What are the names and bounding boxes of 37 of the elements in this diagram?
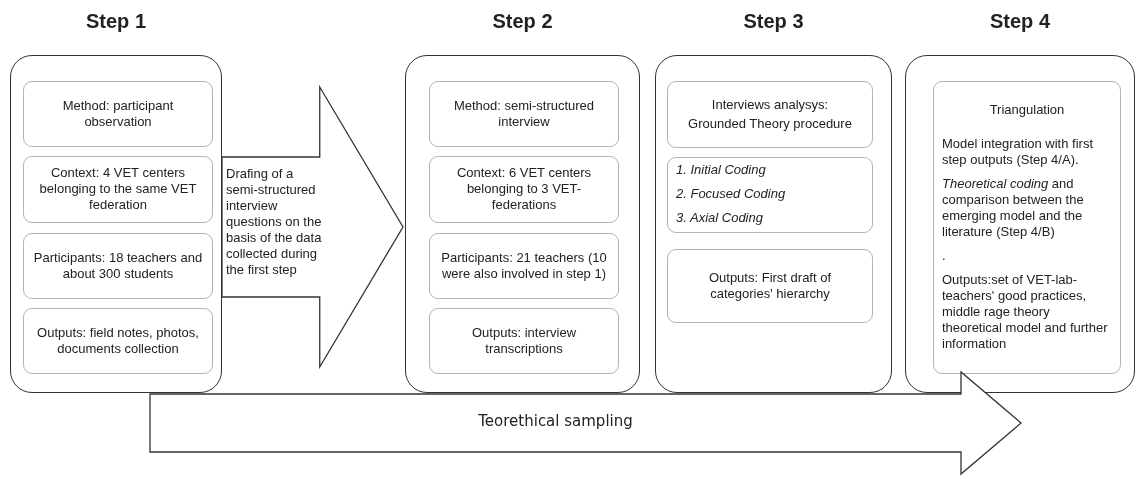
box-text: 1. Initial Coding xyxy=(676,162,767,178)
text-box xyxy=(667,81,873,148)
box-text: Outputs: interview transcriptions xyxy=(470,324,577,357)
box-text: Grounded Theory procedure xyxy=(687,115,853,132)
text-box xyxy=(429,233,619,299)
text-box xyxy=(667,249,873,323)
box-text: Participants: 18 teachers and about 300 students xyxy=(32,249,204,282)
box-text: Theoretical coding and comparison between the emerging model and the literature (Step 4/B) xyxy=(942,175,1085,240)
box-text: Context: 4 VET centers belonging to the same VET federation xyxy=(38,165,198,213)
text-box xyxy=(23,233,213,299)
box-text: Method: participant observation xyxy=(61,97,175,130)
box-text: Interviews analysys: xyxy=(710,96,830,113)
text-box xyxy=(23,156,213,223)
box-text: . xyxy=(942,247,947,264)
box-text: Outputs: field notes, photos, documents collection xyxy=(36,324,200,357)
box-text: 2. Focused Coding xyxy=(676,186,787,202)
box-heading: Triangulation xyxy=(988,101,1066,118)
step-heading: Step 2 xyxy=(491,10,554,33)
box-text: Outputs: First draft of categories' hierarchy xyxy=(707,269,833,302)
box-text: 3. Axial Coding xyxy=(676,210,764,226)
box-text: Outputs:set of VET-lab-teachers' good practices, middle rage theory theoretical model and further information xyxy=(942,271,1109,352)
box-text: Method: semi-structured interview xyxy=(452,97,596,130)
text-box xyxy=(429,308,619,374)
step-heading: Step 4 xyxy=(989,10,1051,33)
text-box xyxy=(933,81,1121,374)
box-text: Model integration with first step outputs (Step 4/A). xyxy=(942,135,1094,168)
text-box xyxy=(429,81,619,147)
text-box xyxy=(23,308,213,374)
text-box xyxy=(429,156,619,223)
text-box xyxy=(23,81,213,147)
block-arrow xyxy=(150,372,1021,476)
arrow-text: Teorethical sampling xyxy=(477,412,634,430)
box-text: Context: 6 VET centers belonging to 3 VET-federations xyxy=(455,165,593,213)
text-box xyxy=(667,157,873,233)
step-heading: Step 1 xyxy=(85,10,147,33)
step-heading: Step 3 xyxy=(742,10,805,33)
box-text: Participants: 21 teachers (10 were also involved in step 1) xyxy=(440,249,608,282)
